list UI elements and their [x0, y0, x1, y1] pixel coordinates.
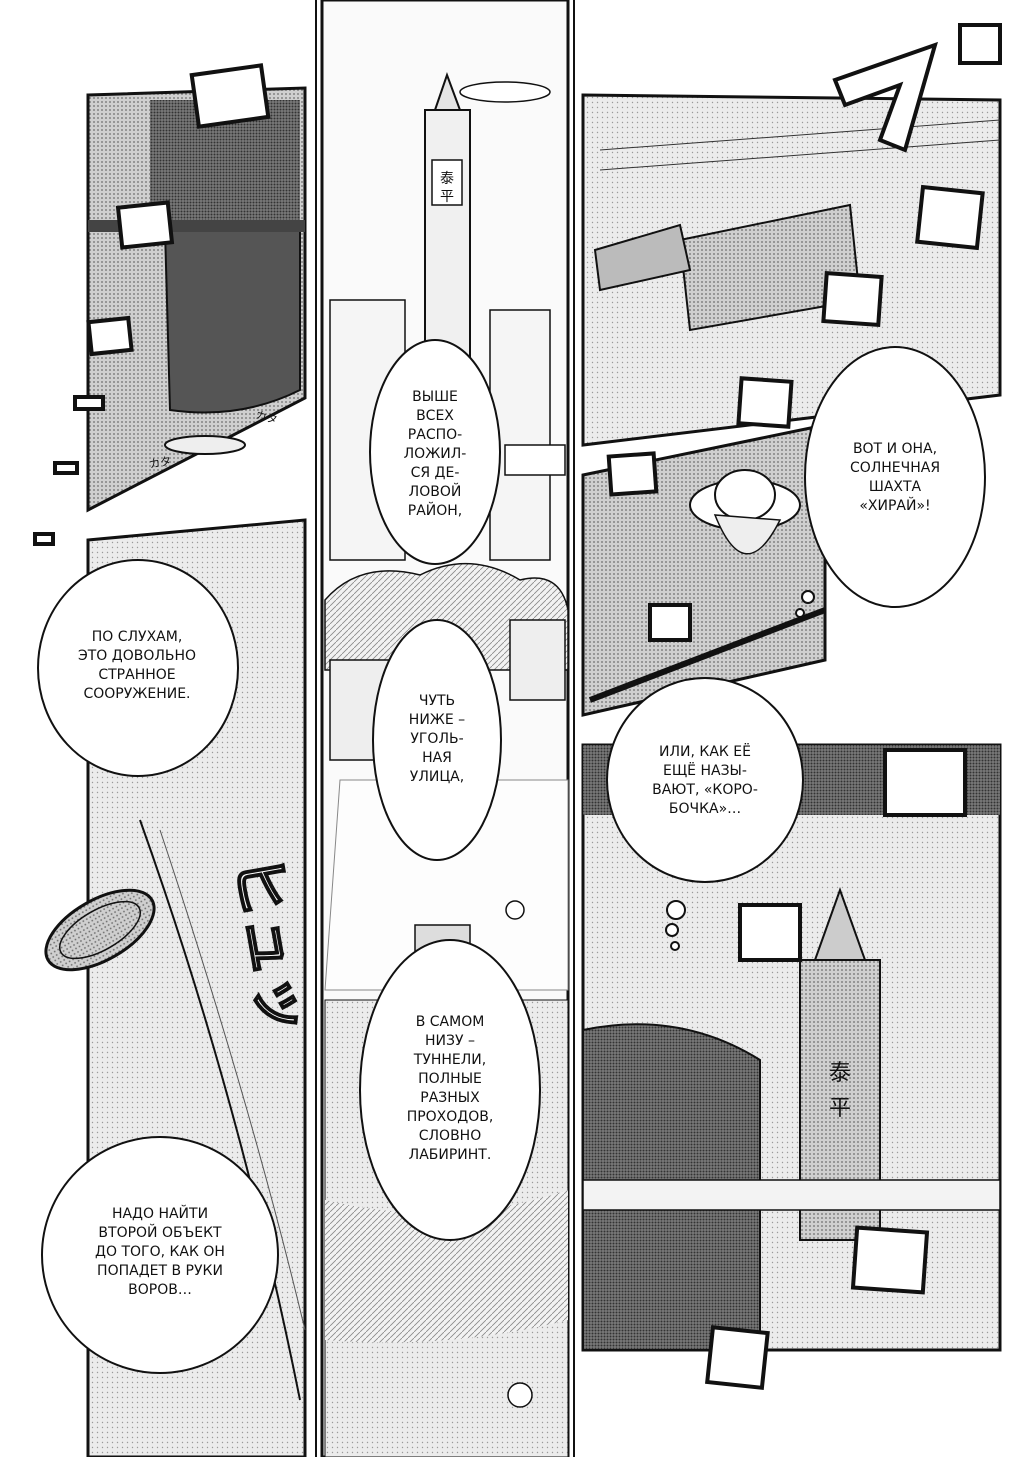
tower2-sign-bottom: 平 [829, 1096, 851, 1121]
bubble-here-it-is: ВОТ И ОНА, СОЛНЕЧНАЯ ШАХТА «ХИРАЙ»! [849, 441, 941, 514]
bubble-tunnels: В САМОМ НИЗУ – ТУННЕЛИ, ПОЛНЫЕ РАЗНЫХ ПР… [406, 1014, 494, 1163]
bubble-also-called: ИЛИ, КАК ЕЁ ЕЩЁ НАЗЫ- ВАЮТ, «КОРО- БОЧКА… [652, 744, 758, 817]
bubble-find-object: НАДО НАЙТИ ВТОРОЙ ОБЪЕКТ ДО ТОГО, КАК ОН… [95, 1206, 225, 1298]
panel-wheel [86, 86, 307, 513]
bubble-business-district: ВЫШЕ ВСЕХ РАСПО- ЛОЖИЛ- СЯ ДЕ- ЛОВОЙ РАЙ… [403, 389, 467, 519]
sfx-kata-1: カタ [254, 408, 279, 426]
tower2-sign-top: 泰 [829, 1061, 851, 1086]
bubble-rumor: ПО СЛУХАМ, ЭТО ДОВОЛЬНО СТРАННОЕ СООРУЖЕ… [77, 629, 197, 702]
sfx-do-blocks [33, 23, 1002, 1390]
tower-sign-bottom: 平 [440, 189, 454, 205]
sfx-hook-glyph [832, 41, 938, 153]
tower-sign-top: 泰 [440, 171, 454, 187]
bubble-coal-street: ЧУТЬ НИЖЕ – УГОЛЬ- НАЯ УЛИЦА, [408, 693, 466, 785]
sfx-kata-2: カタ [148, 454, 172, 471]
panel-woman [581, 423, 827, 717]
speech-bubbles [37, 339, 986, 1374]
